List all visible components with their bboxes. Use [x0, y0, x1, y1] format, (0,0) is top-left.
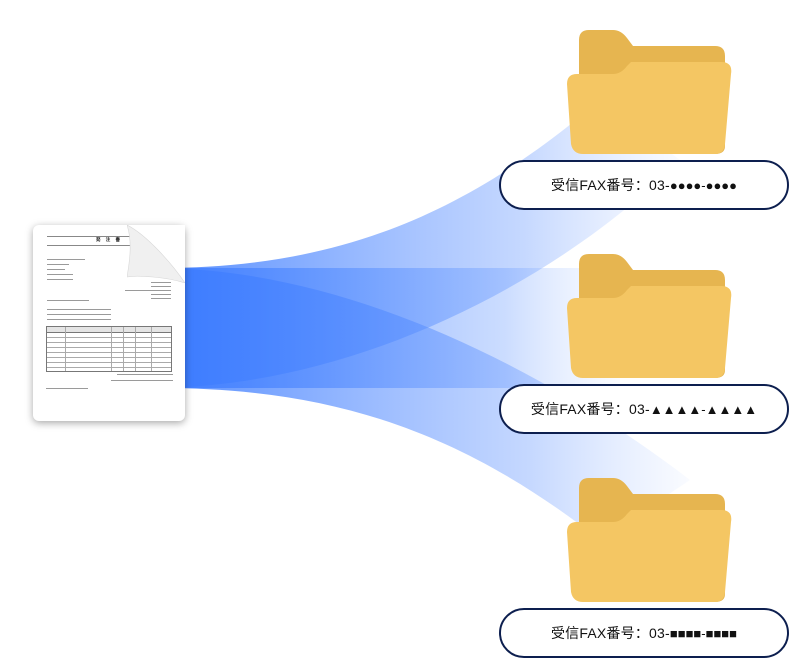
document-title: 発 注 書 [95, 237, 122, 242]
fax-number-masked: ●●●●-●●●● [669, 177, 738, 193]
folder-icon [565, 28, 735, 156]
document-table [46, 326, 172, 372]
fax-number-label: 受信FAX番号：03-●●●●-●●●● [499, 160, 789, 210]
fax-number-prefix: 受信FAX番号：03- [530, 401, 650, 417]
folder-icon [565, 476, 735, 604]
flow-beam-bottom [160, 268, 690, 540]
fax-number-masked: ■■■■-■■■■ [669, 625, 738, 641]
fax-number-label: 受信FAX番号：03-■■■■-■■■■ [499, 608, 789, 658]
fax-number-prefix: 受信FAX番号：03- [550, 177, 670, 193]
fax-number-masked: ▲▲▲▲-▲▲▲▲ [649, 401, 758, 417]
purchase-order-document: 発 注 書 [33, 225, 185, 421]
fax-number-prefix: 受信FAX番号：03- [550, 625, 670, 641]
folder-icon [565, 252, 735, 380]
page-fold-corner [127, 225, 185, 283]
document-sheet: 発 注 書 [33, 225, 185, 421]
fax-number-label: 受信FAX番号：03-▲▲▲▲-▲▲▲▲ [499, 384, 789, 434]
